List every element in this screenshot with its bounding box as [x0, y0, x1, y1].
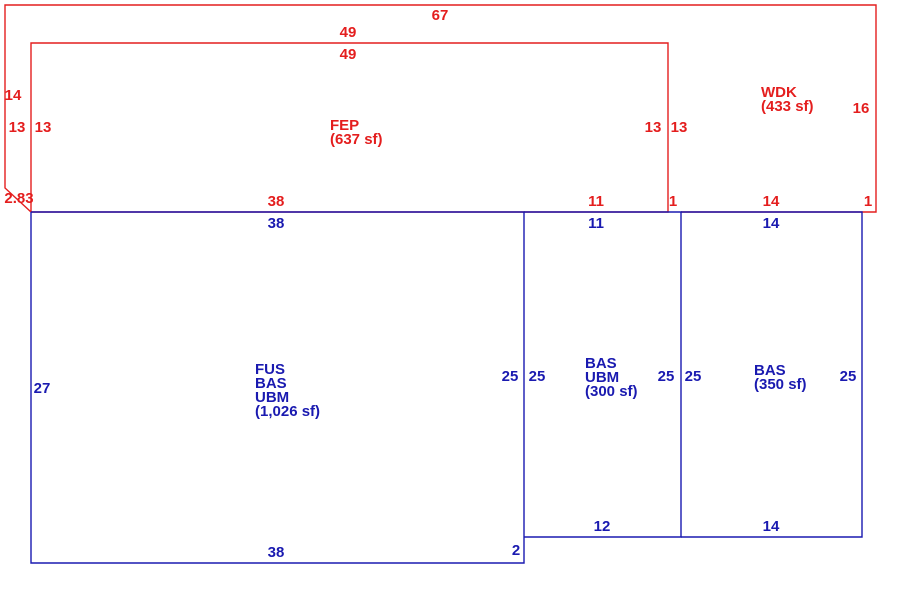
dim-label: 13	[35, 119, 52, 136]
dim-label: 1	[864, 193, 872, 210]
dim-label: 14	[763, 518, 780, 535]
dim-label: 25	[685, 368, 702, 385]
dim-label: 2	[512, 542, 520, 559]
dim-label: 49	[340, 46, 357, 63]
dim-label: 25	[502, 368, 519, 385]
fep-area-label: FEP (637 sf)	[330, 117, 383, 148]
dim-label: 14	[763, 193, 780, 210]
mid-section-outline	[524, 211, 682, 538]
dim-label: 13	[671, 119, 688, 136]
dim-label: 49	[340, 24, 357, 41]
dim-label: 14	[5, 87, 22, 104]
wdk-outline	[4, 4, 877, 213]
dim-label: 25	[529, 368, 546, 385]
dim-label: 38	[268, 193, 285, 210]
wdk-area-label: WDK (433 sf)	[761, 84, 814, 115]
dim-label: 27	[34, 380, 51, 397]
right-section-outline	[681, 211, 863, 538]
dim-label: 14	[763, 215, 780, 232]
dim-label: 1	[669, 193, 677, 210]
dim-label: 25	[658, 368, 675, 385]
dim-label: 12	[594, 518, 611, 535]
dim-label: 2.83	[4, 190, 33, 207]
main-area-label: FUS BAS UBM (1,026 sf)	[255, 361, 320, 420]
dim-label: 11	[588, 193, 604, 210]
main-section-outline	[30, 211, 525, 564]
dim-label: 67	[432, 7, 449, 24]
dim-label: 11	[588, 215, 604, 232]
dim-label: 38	[268, 215, 285, 232]
dim-label: 13	[9, 119, 26, 136]
right-area-label: BAS (350 sf)	[754, 362, 807, 393]
dim-label: 25	[840, 368, 857, 385]
dim-label: 38	[268, 544, 285, 561]
mid-area-label: BAS UBM (300 sf)	[585, 355, 638, 400]
dim-label: 13	[645, 119, 662, 136]
dim-label: 16	[853, 100, 870, 117]
